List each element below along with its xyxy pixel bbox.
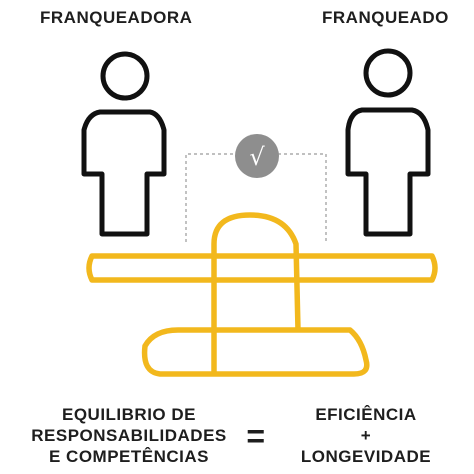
equals-sign: =	[246, 418, 266, 454]
right-statement: EFICIÊNCIA + LONGEVIDADE	[282, 404, 450, 467]
left-statement-line: E COMPETÊNCIAS	[48, 447, 210, 466]
franqueado-label: FRANQUEADO	[322, 8, 449, 27]
left-statement-line: RESPONSABILIDADES	[31, 426, 227, 445]
balance-fulcrum	[211, 212, 301, 374]
right-statement-line: +	[360, 426, 372, 445]
left-statement: EQUILIBRIO DE RESPONSABILIDADES E COMPET…	[26, 404, 232, 467]
balance-plank	[86, 253, 438, 283]
person-head	[100, 51, 150, 101]
right-statement-line: EFICIÊNCIA	[315, 405, 417, 424]
dotted-connector	[185, 153, 327, 242]
person-body	[345, 107, 431, 237]
check-icon: √	[235, 134, 279, 178]
person-head	[363, 48, 413, 98]
person-body	[81, 109, 167, 237]
check-mark-glyph: √	[249, 143, 265, 171]
person-icon-left	[81, 51, 167, 237]
balance-base	[141, 327, 370, 377]
franqueadora-label: FRANQUEADORA	[40, 8, 193, 27]
person-icon-right	[345, 48, 431, 237]
right-statement-line: LONGEVIDADE	[300, 447, 432, 466]
balance-icon	[86, 212, 438, 377]
left-statement-line: EQUILIBRIO DE	[61, 405, 196, 424]
